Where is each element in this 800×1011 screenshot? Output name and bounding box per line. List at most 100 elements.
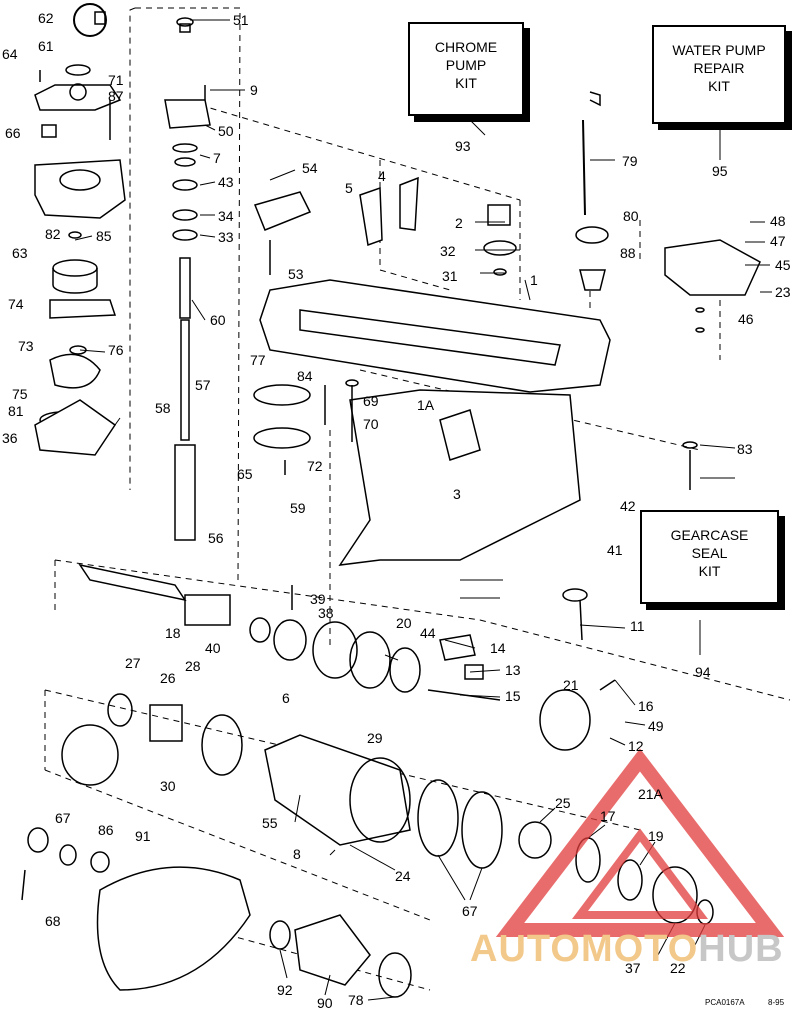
part-label: 6: [282, 690, 290, 706]
part-label: 68: [45, 913, 61, 929]
drawing-date: 8-95: [768, 998, 785, 1007]
part-label: 72: [307, 458, 323, 474]
part-label: 59: [290, 500, 306, 516]
middle-parts: [253, 379, 698, 610]
part-label: 37: [625, 960, 641, 976]
part-label: 74: [8, 296, 24, 312]
part-label: 34: [218, 208, 234, 224]
part-label: 71: [108, 72, 124, 88]
part-label: 61: [38, 38, 54, 54]
gearcase-seal-kit-box: GEARCASE SEAL KIT: [640, 510, 779, 604]
upper-center-parts: [253, 91, 761, 333]
part-label: 67: [462, 903, 478, 919]
kit-line: KIT: [455, 75, 477, 91]
kit-line: GEARCASE: [670, 527, 749, 543]
part-label: 27: [125, 655, 141, 671]
part-label: 77: [250, 352, 266, 368]
kit-line: PUMP: [445, 57, 487, 73]
part-label: 22: [670, 960, 686, 976]
propshaft-row: [78, 563, 616, 751]
part-label: 88: [620, 245, 636, 261]
part-label: 82: [45, 226, 61, 242]
part-label: 93: [455, 138, 471, 154]
part-label: 79: [622, 153, 638, 169]
kit-line: SEAL: [691, 545, 728, 561]
part-label: 70: [363, 416, 379, 432]
part-label: 3: [453, 486, 461, 502]
kit-line: REPAIR: [693, 60, 745, 76]
gearcase-housing: [259, 279, 611, 566]
part-label: 26: [160, 670, 176, 686]
part-label: 60: [210, 312, 226, 328]
part-label: 81: [8, 403, 24, 419]
part-label: 62: [38, 10, 54, 26]
part-label: 58: [155, 400, 171, 416]
part-label: 5: [345, 180, 353, 196]
part-label: 92: [277, 982, 293, 998]
part-label: 4: [378, 168, 386, 184]
part-label: 64: [2, 46, 18, 62]
water-pump-repair-kit-box: WATER PUMP REPAIR KIT: [652, 25, 786, 124]
part-label: 78: [348, 992, 364, 1008]
automotohub-logo-icon: [495, 748, 785, 937]
part-label: 95: [712, 163, 728, 179]
driveshaft-assembly: [164, 17, 211, 541]
part-label: 49: [648, 718, 664, 734]
part-label: 11: [630, 618, 645, 634]
kit-line: KIT: [708, 78, 730, 94]
part-label: 50: [218, 123, 234, 139]
part-label: 84: [297, 368, 313, 384]
part-label: 86: [98, 822, 114, 838]
part-label: 55: [262, 815, 278, 831]
part-label: 38: [318, 605, 334, 621]
part-label: 73: [18, 338, 34, 354]
watermark-part2: HUB: [698, 928, 784, 970]
part-label: 40: [205, 640, 221, 656]
part-label: 1A: [417, 397, 435, 413]
part-label: 18: [165, 625, 181, 641]
part-label: 47: [770, 233, 786, 249]
part-label: 2: [455, 215, 463, 231]
kit-line: WATER PUMP: [672, 42, 766, 58]
part-label: 65: [237, 466, 253, 482]
part-label: 41: [607, 542, 623, 558]
part-label: 20: [396, 615, 412, 631]
watermark-part1: AUTOMOTO: [470, 928, 699, 970]
part-label: 67: [55, 810, 71, 826]
part-label: 16: [638, 698, 654, 714]
part-label: 7: [213, 150, 221, 166]
part-label: 1: [530, 272, 538, 288]
part-label: 87: [108, 88, 124, 104]
part-label: 21: [563, 677, 579, 693]
part-label: 94: [695, 664, 711, 680]
part-label: 44: [420, 625, 436, 641]
part-label: 9: [250, 82, 258, 98]
part-label: 19: [648, 828, 664, 844]
part-label: 80: [623, 208, 639, 224]
part-label: 76: [108, 342, 124, 358]
part-label: 25: [555, 795, 571, 811]
part-label: 42: [620, 498, 636, 514]
part-label: 43: [218, 174, 234, 190]
part-label: 28: [185, 658, 201, 674]
leader-lines: [74, 19, 772, 1001]
part-label: 54: [302, 160, 318, 176]
part-label: 33: [218, 229, 234, 245]
part-label: 46: [738, 311, 754, 327]
part-label: 21A: [638, 786, 663, 802]
part-label: 53: [288, 266, 304, 282]
part-label: 12: [628, 738, 644, 754]
automotohub-watermark: AUTOMOTOHUB: [470, 928, 784, 971]
lower-parts: [21, 693, 714, 998]
part-label: 32: [440, 243, 456, 259]
part-label: 69: [363, 393, 379, 409]
part-label: 90: [317, 995, 333, 1011]
part-label: 8: [293, 846, 301, 862]
part-label: 51: [233, 12, 249, 28]
part-label: 57: [195, 377, 211, 393]
part-label: 14: [490, 640, 506, 656]
part-label: 83: [737, 441, 753, 457]
part-label: 63: [12, 245, 28, 261]
part-label: 24: [395, 868, 411, 884]
